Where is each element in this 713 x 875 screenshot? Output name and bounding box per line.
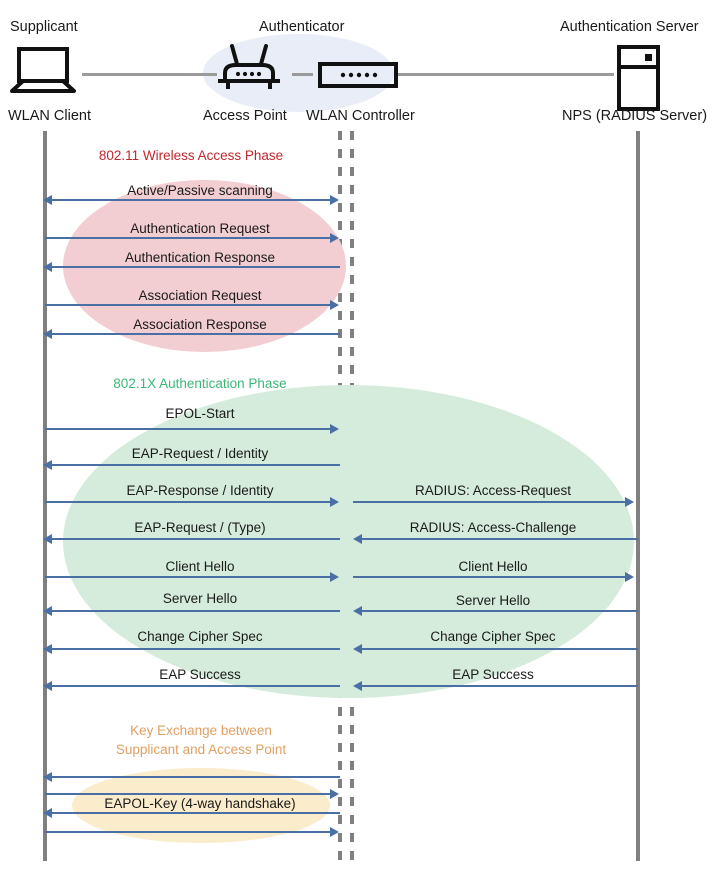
actor-role-authenticator: Authenticator	[259, 19, 345, 35]
message-label-server-hello-right: Server Hello	[455, 593, 531, 608]
arrow-line-radius-access-challenge	[360, 538, 638, 540]
arrow-line-change-cipher-spec-right	[360, 648, 638, 650]
arrowhead-left-eap-request-identity	[43, 460, 52, 470]
actor-label-access-point: Access Point	[203, 108, 287, 124]
wireless-router-icon	[216, 44, 282, 94]
message-label-eapol-key-4-way-handshake: EAPOL-Key (4-way handshake)	[104, 796, 296, 811]
lifeline-supplicant	[43, 131, 47, 861]
actor-label-wlan-controller: WLAN Controller	[306, 108, 415, 124]
message-label-association-request: Association Request	[138, 288, 262, 303]
arrow-line-active-passive-scanning	[50, 199, 332, 201]
arrowhead-left-server-hello-right	[353, 606, 362, 616]
message-label-eap-success-left: EAP Success	[159, 667, 241, 682]
phase-heading-dot1x-auth: 802.1X Authentication Phase	[113, 376, 287, 391]
arrow-line-association-request	[45, 304, 332, 306]
arrow-line-eapol-key-3	[50, 812, 340, 814]
message-label-authentication-request: Authentication Request	[130, 221, 270, 236]
arrow-line-client-hello-right	[353, 576, 627, 578]
arrow-line-authentication-response	[50, 266, 340, 268]
message-label-eap-success-right: EAP Success	[452, 667, 534, 682]
message-label-server-hello-left: Server Hello	[162, 591, 238, 606]
arrow-line-association-response	[50, 333, 340, 335]
arrow-line-radius-access-request	[353, 501, 627, 503]
actor-label-wlan-client: WLAN Client	[8, 108, 91, 124]
wire-ap-to-controller	[292, 73, 313, 76]
arrowhead-right-epol-start	[330, 424, 339, 434]
arrow-line-eap-request-type	[50, 538, 340, 540]
arrowhead-left-active-passive-scanning	[43, 195, 52, 205]
message-label-eap-request-identity: EAP-Request / Identity	[131, 446, 269, 461]
arrowhead-left-radius-access-challenge	[353, 534, 362, 544]
actor-role-authentication-server: Authentication Server	[560, 19, 699, 35]
laptop-icon	[10, 47, 76, 94]
arrowhead-left-eapol-key-3	[43, 808, 52, 818]
arrow-line-epol-start	[45, 428, 332, 430]
message-label-change-cipher-spec-right: Change Cipher Spec	[430, 629, 556, 644]
arrow-line-server-hello-left	[50, 610, 340, 612]
arrowhead-left-server-hello-left	[43, 606, 52, 616]
arrowhead-left-change-cipher-spec-left	[43, 644, 52, 654]
arrow-line-eapol-key-1	[50, 776, 340, 778]
arrowhead-left-eap-success-right	[353, 681, 362, 691]
message-label-epol-start: EPOL-Start	[165, 406, 235, 421]
server-rack-icon	[616, 45, 661, 111]
phase-blob-dot1x-auth	[63, 385, 634, 698]
arrow-line-server-hello-right	[360, 610, 638, 612]
arrowhead-left-association-response	[43, 329, 52, 339]
message-label-radius-access-request: RADIUS: Access-Request	[414, 483, 572, 498]
network-switch-icon	[318, 62, 398, 88]
lifeline-auth-server	[636, 131, 640, 861]
message-label-radius-access-challenge: RADIUS: Access-Challenge	[409, 520, 577, 535]
arrow-line-eapol-key-4	[45, 831, 332, 833]
arrow-line-eapol-key-2	[45, 793, 332, 795]
arrow-line-authentication-request	[45, 237, 332, 239]
arrow-line-eap-response-identity	[45, 501, 332, 503]
arrowhead-right-association-request	[330, 300, 339, 310]
message-label-eap-response-identity: EAP-Response / Identity	[126, 483, 274, 498]
wire-client-to-ap	[82, 73, 217, 76]
arrowhead-right-radius-access-request	[625, 497, 634, 507]
arrow-line-eap-success-left	[50, 685, 340, 687]
arrow-line-client-hello-left	[45, 576, 332, 578]
arrowhead-left-change-cipher-spec-right	[353, 644, 362, 654]
message-label-change-cipher-spec-left: Change Cipher Spec	[137, 629, 263, 644]
arrowhead-left-eapol-key-1	[43, 772, 52, 782]
arrowhead-right-eapol-key-2	[330, 789, 339, 799]
arrowhead-right-authentication-request	[330, 233, 339, 243]
message-label-eap-request-type: EAP-Request / (Type)	[134, 520, 266, 535]
arrowhead-right-client-hello-left	[330, 572, 339, 582]
actor-role-supplicant: Supplicant	[10, 19, 78, 35]
phase-blob-key-exchange	[72, 768, 330, 843]
arrowhead-left-eap-success-left	[43, 681, 52, 691]
message-label-client-hello-right: Client Hello	[458, 559, 528, 574]
message-label-active-passive-scanning: Active/Passive scanning	[127, 183, 273, 198]
message-label-authentication-response: Authentication Response	[124, 250, 276, 265]
arrowhead-right-client-hello-right	[625, 572, 634, 582]
arrowhead-right-eap-response-identity	[330, 497, 339, 507]
actor-label-nps-radius-server: NPS (RADIUS Server)	[562, 108, 708, 124]
message-label-association-response: Association Response	[133, 317, 267, 332]
arrow-line-eap-request-identity	[50, 464, 340, 466]
wire-controller-to-server	[398, 73, 614, 76]
arrowhead-left-authentication-response	[43, 262, 52, 272]
arrowhead-right-eapol-key-4	[330, 827, 339, 837]
message-label-client-hello-left: Client Hello	[165, 559, 235, 574]
arrowhead-left-eap-request-type	[43, 534, 52, 544]
phase-heading-wireless-access: 802.11 Wireless Access Phase	[98, 148, 284, 163]
arrow-line-change-cipher-spec-left	[50, 648, 340, 650]
phase-heading-key-exchange: Key Exchange between Supplicant and Acce…	[115, 723, 287, 757]
arrow-line-eap-success-right	[360, 685, 638, 687]
arrowhead-right-active-passive-scanning	[330, 195, 339, 205]
